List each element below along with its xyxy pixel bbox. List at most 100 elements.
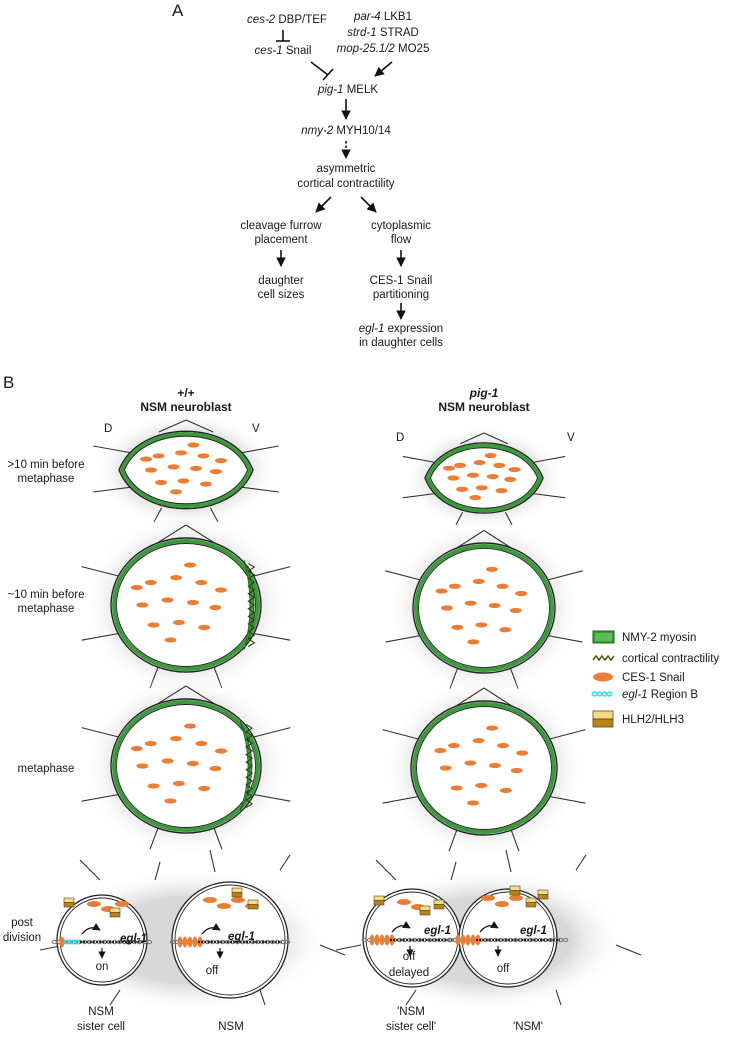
wt-post-division xyxy=(39,849,346,1012)
stage-2-line1: ~10 min before xyxy=(7,589,84,601)
ces1-snail xyxy=(448,583,461,589)
contractility-line1: asymmetric xyxy=(317,163,376,175)
ces1-snail xyxy=(172,619,185,626)
hlh2-hlh3-bottom xyxy=(231,892,243,898)
ces1-snail xyxy=(184,562,197,568)
cleavage-line1: cleavage furrow xyxy=(240,220,322,232)
nmy2-node: nmy-2 MYH10/14 xyxy=(301,125,391,137)
ces1-snail xyxy=(147,622,160,628)
hlh2-hlh3-bottom xyxy=(109,912,121,918)
stage-2-line2: metaphase xyxy=(18,603,75,615)
neighbor-cell-border xyxy=(149,826,159,850)
ces1-snail xyxy=(186,599,199,606)
ces1-snail xyxy=(467,800,480,806)
mut-right-cell: 'NSM' xyxy=(513,1021,543,1033)
legend-myosin: NMY-2 myosin xyxy=(622,632,696,644)
hlh2-hlh3-top xyxy=(231,887,243,893)
neighbor-cell-border xyxy=(185,685,217,706)
hlh2-hlh3-bottom xyxy=(63,902,75,908)
cortical-contractility-zigzag xyxy=(247,562,256,648)
neighbor-cell-border xyxy=(79,859,101,881)
bound-ces1-snail xyxy=(460,934,466,946)
neighbor-cell-border xyxy=(510,828,520,852)
ces1-snail xyxy=(155,479,168,486)
neighbor-cell-border xyxy=(279,854,291,871)
par4-node: par-4 LKB1 xyxy=(353,11,412,23)
cell-inner-edge xyxy=(418,548,550,668)
stage-1-line1: >10 min before xyxy=(7,459,84,471)
neighbor-cell-border xyxy=(531,455,566,464)
cell-inner-edge xyxy=(116,543,256,667)
ces1-snail xyxy=(493,462,506,468)
neighbor-cell-border xyxy=(375,859,397,881)
hlh2-hlh3-bottom xyxy=(525,902,537,908)
ces1-snail xyxy=(496,583,509,589)
ces1-snail xyxy=(198,785,211,792)
flow-line1: cytoplasmic xyxy=(371,220,431,232)
ces1-snail xyxy=(473,459,486,466)
ces1-snail xyxy=(115,901,129,907)
ces1-snail xyxy=(467,472,480,478)
partition-line2: partitioning xyxy=(373,289,429,301)
ces1-snail xyxy=(486,725,499,731)
hlh2-hlh3-top xyxy=(247,899,259,905)
ces1-snail xyxy=(495,488,508,494)
transcription-arrow xyxy=(201,923,221,935)
strd1-node: strd-1 STRAD xyxy=(347,27,419,39)
ces1-snail xyxy=(504,476,517,483)
legend-contractility: cortical contractility xyxy=(622,653,719,665)
neighbor-cell-border xyxy=(555,989,562,1006)
wt-dorsal-label: D xyxy=(104,423,112,435)
ces1-snail xyxy=(508,466,521,473)
bound-ces1-snail xyxy=(455,934,461,946)
bound-ces1-snail xyxy=(384,934,390,946)
bound-ces1-snail xyxy=(192,936,198,948)
hlh2-hlh3-bottom xyxy=(537,894,549,900)
neighbor-cell-border xyxy=(109,989,121,1006)
neighbor-cell-border xyxy=(615,944,642,956)
transcription-arrow xyxy=(81,923,101,935)
expression-line1: egl-1 expression xyxy=(359,323,443,335)
ces1-snail xyxy=(456,486,469,492)
wt-left-status: on xyxy=(96,961,109,973)
ces1-snail xyxy=(147,783,160,789)
wt-header-cell: NSM neuroblast xyxy=(140,400,231,414)
transcription-arrow xyxy=(391,921,411,933)
ces1-snail xyxy=(87,901,101,907)
cell-inner-edge xyxy=(124,435,248,505)
wt-right-gene: egl-1 xyxy=(228,931,255,943)
wt-cell-stage3 xyxy=(81,673,291,859)
arrow-to-flow xyxy=(360,196,377,213)
mut-header-genotype: pig-1 xyxy=(469,386,499,400)
ces1-snail xyxy=(170,735,183,742)
bound-ces1-snail xyxy=(374,934,380,946)
wt-nsm-cell xyxy=(169,881,291,999)
stage-4-line2: division xyxy=(3,932,41,944)
bound-ces1-snail xyxy=(182,936,188,948)
ces1-snail xyxy=(144,740,157,747)
ces1-snail xyxy=(464,760,477,766)
mut-nsm-sister-cell xyxy=(361,888,463,988)
ces1-snail xyxy=(199,481,212,487)
legend: NMY-2 myosin cortical contractility CES-… xyxy=(591,630,719,728)
ces1-snail xyxy=(203,897,217,903)
mut-dorsal-label: D xyxy=(396,432,404,444)
ces1-snail xyxy=(499,627,512,633)
neighbor-cell-border xyxy=(402,455,437,464)
ces1-snail xyxy=(136,763,149,769)
ces1-snail xyxy=(170,574,183,581)
ces1-snail xyxy=(175,450,188,456)
ces1-snail xyxy=(198,624,211,631)
ces1-snail xyxy=(475,485,488,491)
ces1-snail xyxy=(481,895,495,901)
neighbor-cell-border xyxy=(185,419,214,433)
ces1-snail xyxy=(509,607,522,614)
wt-header-genotype: +/+ xyxy=(177,386,194,400)
mut-cell-stage1 xyxy=(402,425,566,531)
wt-cell-stage1 xyxy=(93,412,279,528)
ces1-snail xyxy=(186,760,199,767)
ces1-snail xyxy=(469,495,482,501)
neighbor-cell-border xyxy=(155,524,187,545)
ces1-snail xyxy=(214,748,227,754)
